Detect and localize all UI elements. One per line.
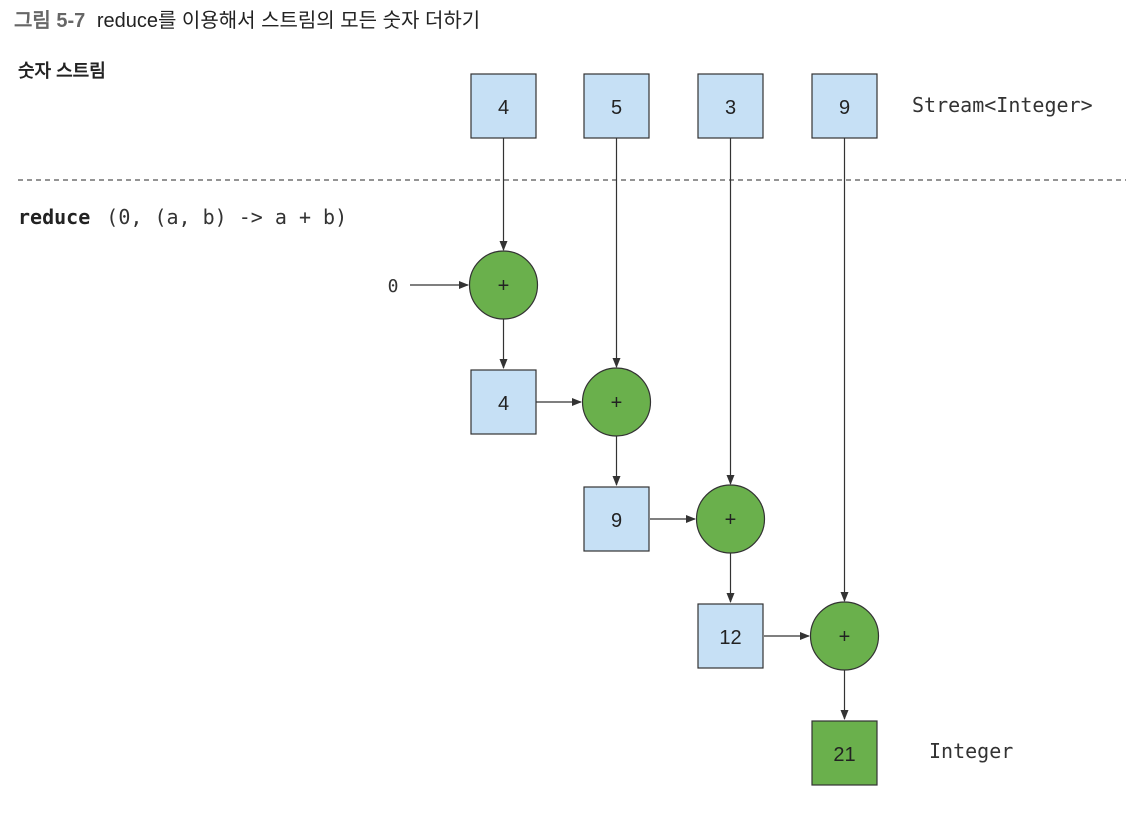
operators: + + + +	[468, 250, 880, 671]
stream-type-label: Stream<Integer>	[912, 93, 1093, 117]
plus-circle-icon	[695, 484, 766, 554]
plus-circle-icon	[809, 601, 880, 671]
partial-result-value: 12	[719, 627, 741, 649]
stream-section-label: 숫자 스트림	[18, 61, 106, 81]
partial-result-box	[583, 486, 650, 552]
stream-item-value: 5	[611, 97, 622, 119]
stream-item-box	[811, 73, 878, 139]
partial-result-box	[470, 369, 537, 435]
reduce-keyword: reduce	[18, 205, 90, 229]
reduce-signature: reduce (0, (a, b) -> a + b)	[18, 205, 347, 229]
partial-result-box	[697, 603, 764, 669]
operator-symbol: +	[725, 509, 737, 531]
final-result-box	[811, 720, 878, 786]
plus-circle-icon	[581, 367, 652, 437]
reduce-args: (0, (a, b) -> a + b)	[106, 205, 347, 229]
stream-items: 4 5 3 9	[470, 73, 878, 139]
result-type-label: Integer	[929, 739, 1013, 763]
stream-item-box	[583, 73, 650, 139]
partial-result-value: 9	[611, 510, 622, 532]
operator-symbol: +	[839, 626, 851, 648]
partial-results: 4 9 12	[470, 369, 764, 669]
operator-symbol: +	[611, 392, 623, 414]
figure-caption: 그림 5-7 reduce를 이용해서 스트림의 모든 숫자 더하기	[14, 9, 480, 32]
stream-item-value: 3	[725, 97, 736, 119]
stream-item-value: 4	[498, 97, 509, 119]
stream-item-box	[470, 73, 537, 139]
stream-item-box	[697, 73, 764, 139]
figure-caption-text: reduce를 이용해서 스트림의 모든 숫자 더하기	[97, 9, 480, 32]
partial-result-value: 4	[498, 393, 509, 415]
flow-arrows	[410, 138, 849, 720]
final-result-value: 21	[833, 744, 855, 766]
operator-symbol: +	[498, 275, 510, 297]
stream-item-value: 9	[839, 97, 850, 119]
figure-caption-label: 그림 5-7	[14, 9, 85, 32]
plus-circle-icon	[468, 250, 539, 320]
initial-value: 0	[388, 276, 399, 297]
